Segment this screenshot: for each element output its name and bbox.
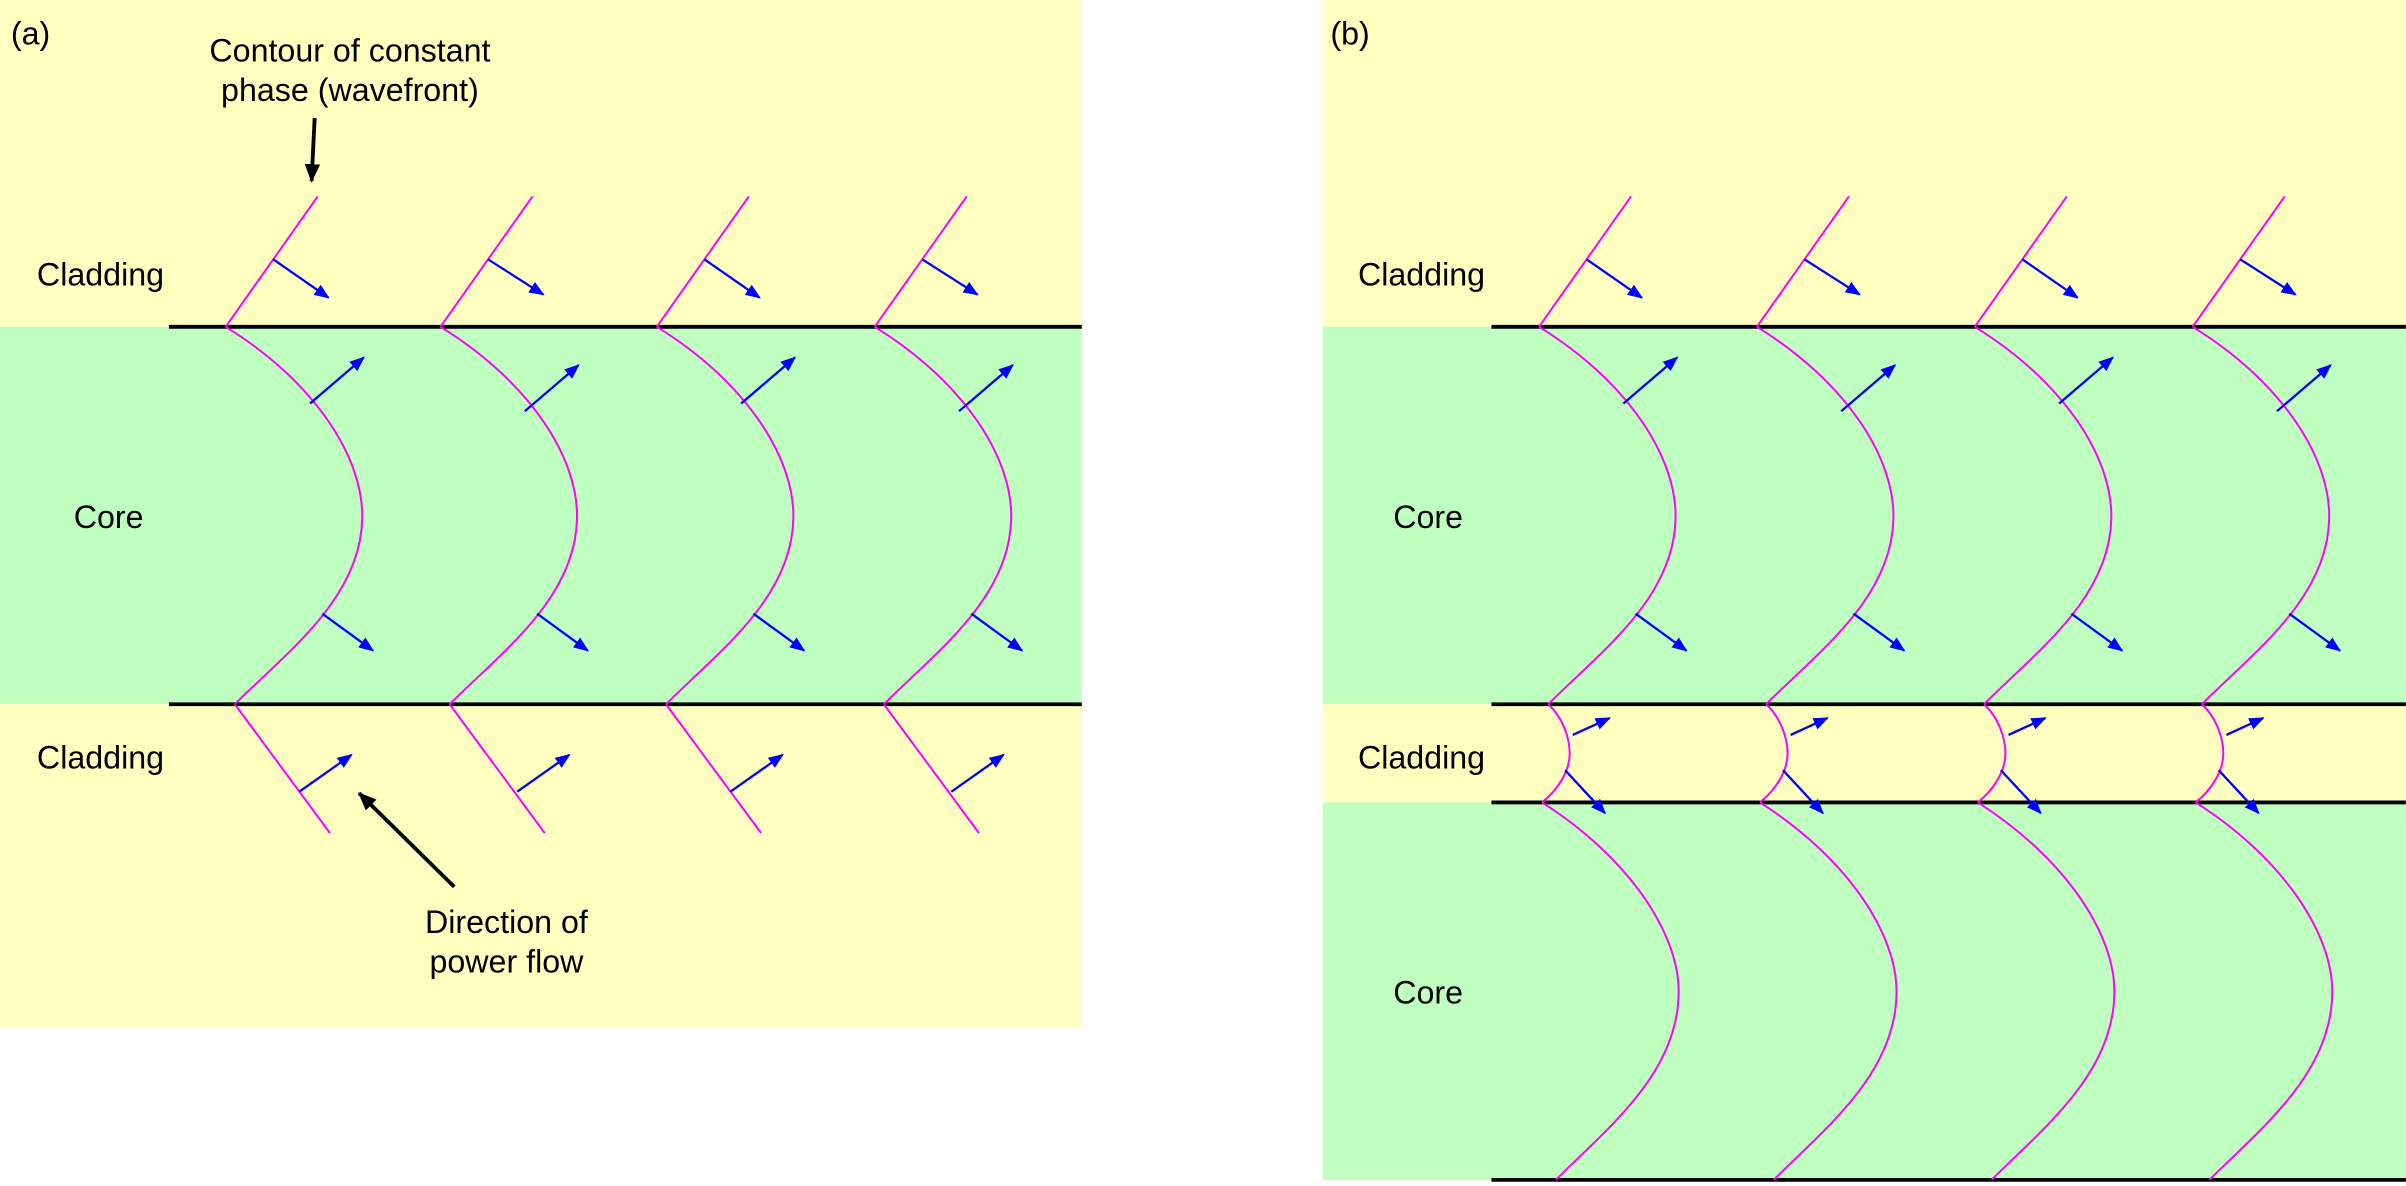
power-flow-arrow: [298, 753, 353, 793]
power-flow-pointer-arrow: [357, 791, 456, 889]
wavefront-contour: [1538, 195, 1632, 328]
wavefront-group: [1538, 195, 2342, 1181]
wavefront-contour: [234, 703, 331, 834]
power-flow-arrow: [487, 258, 545, 296]
wavefront-group: [224, 195, 1024, 834]
wavefront-contour: [439, 325, 579, 705]
core-label-upper: Core: [1393, 499, 1463, 535]
power-flow-arrow: [921, 258, 979, 296]
power-flow-arrow: [309, 356, 365, 405]
core-region: [0, 326, 1082, 705]
power-flow-arrow: [536, 612, 589, 652]
power-flow-arrow: [2276, 364, 2332, 413]
power-flow-arrow: [1790, 716, 1829, 736]
wavefront-contour: [656, 325, 795, 705]
panel-label: (a): [11, 15, 50, 51]
wavefront-contour: [1541, 703, 1571, 804]
power-flow-arrow: [2217, 769, 2260, 815]
panel-b: (b) Cladding Core Cladding Core: [1322, 0, 2406, 1182]
wavefront-contour: [2192, 325, 2331, 705]
wavefront-contour: [2191, 195, 2286, 328]
power-flow-arrow: [1585, 258, 1644, 299]
cladding-region-middle: [1322, 704, 2406, 803]
power-flow-arrow: [740, 356, 797, 405]
power-flow-arrow: [958, 364, 1014, 413]
power-flow-arrow: [516, 753, 571, 793]
wavefront-pointer-arrow: [304, 118, 321, 183]
power-flow-arrow: [950, 753, 1005, 793]
wavefront-contour: [1977, 703, 2007, 804]
power-flow-arrow: [703, 258, 761, 299]
power-annotation-line1: Direction of: [425, 904, 588, 940]
power-flow-arrow: [2239, 258, 2297, 296]
wavefront-contour: [439, 195, 534, 328]
cladding-label-middle: Cladding: [1358, 740, 1485, 776]
wavefront-contour: [2195, 801, 2334, 1181]
wavefront-contour: [655, 195, 750, 328]
cladding-label-top: Cladding: [37, 256, 164, 292]
wavefront-annotation-line1: Contour of constant: [209, 32, 490, 68]
power-flow-arrow: [1572, 716, 1611, 736]
cladding-region-top: [0, 0, 1082, 327]
wavefront-contour: [873, 195, 968, 328]
power-flow-arrow: [2008, 716, 2047, 736]
cladding-label-top: Cladding: [1358, 256, 1485, 292]
core-label-lower: Core: [1393, 974, 1463, 1010]
power-flow-arrow: [2021, 258, 2079, 299]
core-label: Core: [74, 499, 144, 535]
core-region-lower: [1322, 802, 2406, 1180]
wavefront-contour: [2195, 703, 2225, 804]
power-flow-arrow: [1840, 364, 1897, 413]
wavefront-contour: [1538, 325, 1677, 705]
cladding-label-bottom: Cladding: [37, 740, 164, 776]
wavefront-contour: [1973, 195, 2068, 328]
wavefront-contour: [1977, 801, 2116, 1181]
power-flow-arrow: [1782, 769, 1824, 815]
power-flow-arrow: [272, 258, 330, 299]
panel-a: (a) Cladding Core Cladding Contour of co…: [0, 0, 1082, 1028]
power-flow-arrow: [1852, 612, 1906, 652]
wavefront-contour: [1974, 325, 2113, 705]
panel-label: (b): [1330, 15, 1369, 51]
wavefront-contour: [225, 325, 364, 705]
power-flow-arrow: [2070, 612, 2124, 652]
power-flow-arrow: [729, 753, 784, 793]
cladding-region-top: [1322, 0, 2406, 327]
power-flow-arrow: [1634, 612, 1688, 652]
power-flow-arrow: [321, 612, 375, 652]
power-flow-arrow: [1622, 356, 1679, 405]
core-region-upper: [1322, 326, 2406, 705]
wavefront-contour: [883, 703, 980, 834]
wavefront-contour: [1759, 801, 1898, 1181]
wavefront-contour: [1759, 703, 1789, 804]
power-flow-arrow: [970, 612, 1024, 652]
power-flow-arrow: [2225, 716, 2265, 736]
power-flow-arrow: [524, 364, 580, 413]
cladding-region-bottom: [0, 704, 1082, 1028]
wavefront-contour: [224, 195, 319, 328]
power-flow-arrow: [2288, 612, 2342, 652]
wavefront-contour: [874, 325, 1013, 705]
power-flow-arrow: [1999, 769, 2042, 815]
power-flow-arrow: [752, 612, 806, 652]
wavefront-contour: [1756, 325, 1895, 705]
wavefront-contour: [1756, 195, 1850, 328]
wavefront-contour: [1541, 801, 1680, 1181]
wavefront-contour: [448, 703, 546, 834]
wavefront-contour: [665, 703, 762, 834]
power-annotation-line2: power flow: [429, 944, 584, 980]
power-flow-arrow: [2058, 356, 2114, 405]
wavefront-annotation-line2: phase (wavefront): [221, 72, 479, 108]
power-flow-arrow: [1564, 769, 1607, 815]
power-flow-arrow: [1803, 258, 1861, 296]
